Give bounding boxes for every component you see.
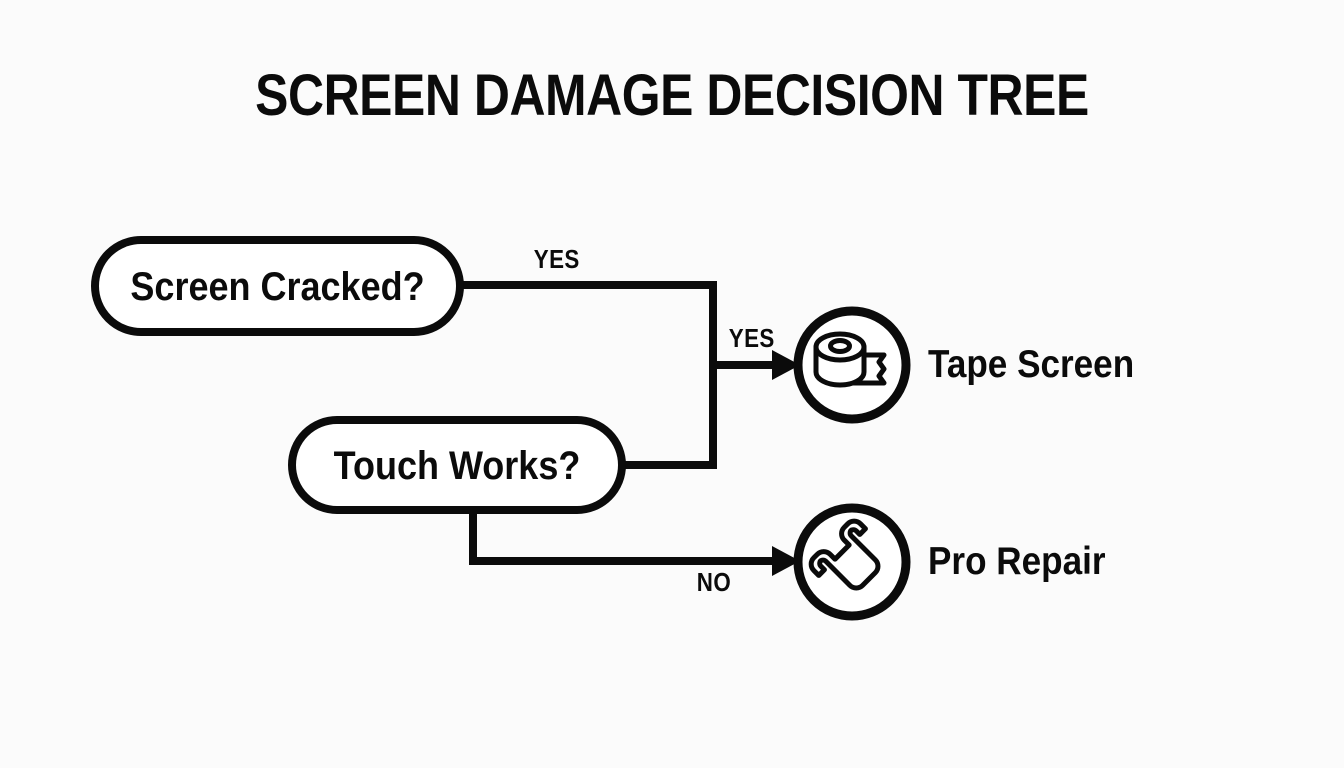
node-label-touch-works[interactable]: Touch Works?: [333, 444, 581, 488]
node-label-screen-cracked[interactable]: Screen Cracked?: [130, 265, 425, 309]
edge-label-yes-touch-works: YES: [728, 323, 775, 353]
node-shape-screen-cracked[interactable]: [91, 236, 464, 336]
node-label-pro-repair[interactable]: Pro Repair: [928, 540, 1106, 583]
node-label-tape-screen[interactable]: Tape Screen: [928, 343, 1135, 386]
wrench-icon: [808, 518, 881, 591]
connector-lines: [460, 281, 782, 565]
arrowhead-repair: [772, 546, 800, 576]
page-title: SCREEN DAMAGE DECISION TREE: [255, 63, 1089, 128]
edge-screen-cracked-yes: [460, 281, 717, 465]
arrowheads: [772, 350, 800, 576]
edge-no-to-repair: [469, 508, 782, 565]
decision-node-shapes: [91, 236, 626, 514]
tape-roll-hole: [828, 338, 852, 354]
arrowhead-tape: [772, 350, 800, 380]
edge-label-no-touch-works: NO: [696, 567, 732, 597]
tape-roll-icon: [813, 331, 887, 388]
node-shape-touch-works[interactable]: [288, 416, 626, 514]
edge-label-yes-screen-cracked: YES: [533, 244, 580, 274]
wrench-body: [808, 518, 881, 591]
